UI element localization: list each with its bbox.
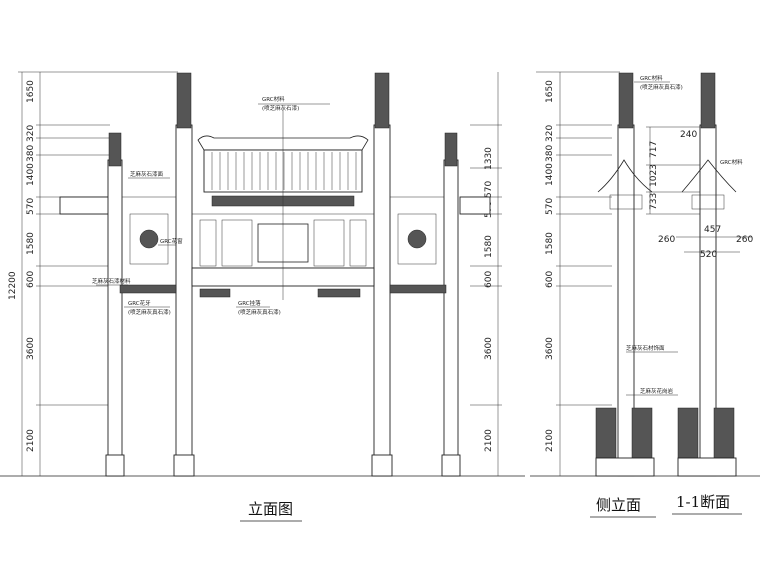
inner-right-column-cap-icon bbox=[374, 72, 390, 129]
dim-r-1330: 1330 bbox=[484, 147, 494, 170]
section-dim-717: 717 bbox=[649, 141, 659, 158]
side-column bbox=[617, 124, 635, 477]
central-panel-4 bbox=[349, 219, 367, 267]
caption-section: 1-1断面 bbox=[676, 493, 730, 511]
side-right-plinth-icon bbox=[631, 407, 653, 459]
front-elevation: 1650 320 380 1400 570 1580 600 3600 2100… bbox=[0, 71, 525, 522]
right-side-fretwork-icon bbox=[389, 284, 447, 294]
dim-2100: 2100 bbox=[26, 429, 36, 452]
side-dim-2100: 2100 bbox=[545, 429, 555, 452]
dim-1400: 1400 bbox=[26, 163, 36, 186]
inner-left-column bbox=[175, 124, 193, 477]
central-panel-1 bbox=[199, 219, 217, 267]
dim-3600: 3600 bbox=[26, 337, 36, 360]
dim-r-1580: 1580 bbox=[484, 235, 494, 258]
section-base bbox=[677, 457, 737, 477]
side-note-grc-sub: (喷芝麻灰真石漆) bbox=[640, 83, 683, 91]
right-round-window-icon bbox=[407, 229, 427, 249]
dim-320: 320 bbox=[26, 125, 36, 142]
note-grc-gualuo-sub: (喷芝麻灰真石漆) bbox=[238, 308, 281, 316]
note-paint-finish: 芝麻灰石漆面 bbox=[130, 170, 164, 178]
outer-right-column-cap-icon bbox=[444, 132, 458, 167]
outer-right-base bbox=[441, 454, 461, 477]
beam-fretwork-right-icon bbox=[317, 288, 361, 298]
dim-570: 570 bbox=[26, 198, 36, 215]
leader-lines bbox=[96, 103, 330, 308]
note-grc-huaya: GRC花牙 bbox=[128, 299, 151, 307]
dim-r-3600: 3600 bbox=[484, 337, 494, 360]
outer-right-column bbox=[443, 159, 459, 477]
note-grc-gualuo: GRC挂落 bbox=[238, 299, 261, 307]
side-roof-curve bbox=[597, 159, 653, 193]
dim-12200: 12200 bbox=[8, 271, 18, 300]
inner-left-column-cap-icon bbox=[176, 72, 192, 129]
side-dim-3600: 3600 bbox=[545, 337, 555, 360]
section-roof-curve bbox=[681, 159, 737, 193]
dim-r-2100: 2100 bbox=[484, 429, 494, 452]
left-side-fretwork-icon bbox=[119, 284, 177, 294]
section-right-plinth-icon bbox=[713, 407, 735, 459]
dim-r-600: 600 bbox=[484, 271, 494, 288]
side-base bbox=[595, 457, 655, 477]
section-dim-260-left: 260 bbox=[658, 235, 675, 245]
side-note-grc: GRC材料 bbox=[640, 74, 663, 82]
side-left-plinth-icon bbox=[595, 407, 617, 459]
side-column-cap-icon bbox=[618, 72, 634, 129]
note-side-material: 芝麻灰石漆材料 bbox=[92, 277, 131, 285]
caption-front-elevation: 立面图 bbox=[248, 500, 293, 518]
section-dim-260-right: 260 bbox=[736, 235, 753, 245]
section-note-grc: GRC材料 bbox=[720, 158, 743, 166]
outer-left-column-cap-icon bbox=[108, 132, 122, 167]
side-elevation: 1650 320 380 1400 570 1580 600 3600 2100… bbox=[530, 71, 760, 518]
side-roof-bracket bbox=[609, 194, 643, 210]
section-dim-240: 240 bbox=[680, 130, 697, 140]
note-grc-window: GRC花窗 bbox=[160, 237, 183, 245]
side-dim-1580: 1580 bbox=[545, 232, 555, 255]
section-column bbox=[699, 124, 717, 477]
side-note-granite: 芝麻灰花岗岩 bbox=[640, 387, 674, 395]
section-dim-457: 457 bbox=[704, 225, 721, 235]
left-round-window-icon bbox=[139, 229, 159, 249]
left-wing-beam bbox=[59, 196, 116, 215]
dim-r-570: 570 bbox=[484, 181, 494, 198]
right-wing-beam bbox=[459, 196, 491, 215]
section-dim-520: 520 bbox=[700, 250, 717, 260]
section-roof-bracket bbox=[691, 194, 725, 210]
side-note-stone: 芝麻灰石材饰面 bbox=[626, 344, 665, 352]
dim-380: 380 bbox=[26, 145, 36, 162]
side-dim-600: 600 bbox=[545, 271, 555, 288]
central-panel-2 bbox=[221, 219, 253, 267]
side-dim-1650: 1650 bbox=[545, 80, 555, 103]
left-bay-panel bbox=[129, 213, 169, 265]
dim-600: 600 bbox=[26, 271, 36, 288]
inner-right-column bbox=[373, 124, 391, 477]
side-dim-320: 320 bbox=[545, 125, 555, 142]
central-panel-3 bbox=[313, 219, 345, 267]
section-dim-733: 733 bbox=[649, 193, 659, 210]
inner-left-base bbox=[173, 454, 195, 477]
note-grc-material: GRC材料 bbox=[262, 95, 285, 103]
note-grc-material-sub: (喷芝麻灰石漆) bbox=[262, 104, 299, 112]
note-grc-huaya-sub: (喷芝麻灰真石漆) bbox=[128, 308, 171, 316]
side-dim-380: 380 bbox=[545, 145, 555, 162]
dim-1650: 1650 bbox=[26, 80, 36, 103]
right-bay-panel bbox=[397, 213, 437, 265]
outer-left-column bbox=[107, 159, 123, 477]
section-column-cap-icon bbox=[700, 72, 716, 129]
caption-side-elevation: 侧立面 bbox=[596, 496, 641, 514]
section-left-plinth-icon bbox=[677, 407, 699, 459]
inner-right-base bbox=[371, 454, 393, 477]
side-dim-570: 570 bbox=[545, 198, 555, 215]
outer-left-base bbox=[105, 454, 125, 477]
dim-1580: 1580 bbox=[26, 232, 36, 255]
side-dim-1400: 1400 bbox=[545, 163, 555, 186]
section-dim-1023: 1023 bbox=[649, 164, 659, 187]
beam-fretwork-left-icon bbox=[199, 288, 231, 298]
